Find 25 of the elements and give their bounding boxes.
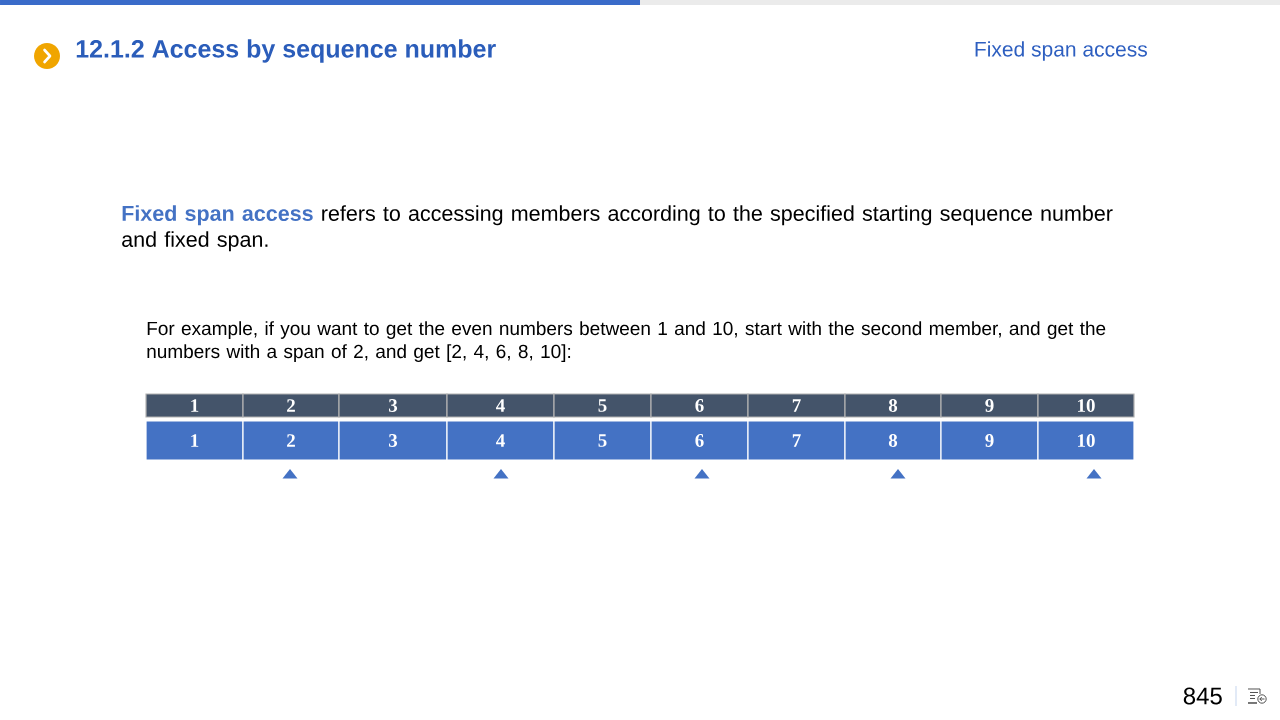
table-cell: 3 xyxy=(338,393,448,418)
table-cell: 5 xyxy=(553,393,652,418)
table-cell: 9 xyxy=(940,393,1039,418)
table-cell: 9 xyxy=(940,420,1039,461)
page-number: 845 xyxy=(1183,687,1222,705)
table-cell: 8 xyxy=(844,393,942,418)
table-cell: 10 xyxy=(1037,420,1135,461)
table-cell: 2 xyxy=(242,393,340,418)
table-cell: 8 xyxy=(844,420,942,461)
header-label: Fixed span access xyxy=(975,41,1147,61)
table-cell: 4 xyxy=(446,393,555,418)
table-cell: 1 xyxy=(145,420,244,461)
title: 12.1.2 Access by sequence number xyxy=(76,39,496,63)
table-cell: 1 xyxy=(145,393,244,418)
table-cell: 2 xyxy=(242,420,340,461)
table-cell: 7 xyxy=(747,420,846,461)
table-cell: 3 xyxy=(338,420,448,461)
table-cell: 7 xyxy=(747,393,846,418)
table-cell: 6 xyxy=(650,420,749,461)
table-cell: 4 xyxy=(446,420,555,461)
table-cell: 6 xyxy=(650,393,749,418)
table-cell: 5 xyxy=(553,420,652,461)
table-cell: 10 xyxy=(1037,393,1135,418)
paragraph: For example, if you want to get the even numbers between 1 and 10, start with the second member, and get the numbers with a span of 2, and get [2, 4, 6, 8, 10]: xyxy=(147,321,1106,362)
paragraph: Fixed span access refers to accessing members according to the specified starting sequence number and fixed span. xyxy=(122,205,1113,252)
